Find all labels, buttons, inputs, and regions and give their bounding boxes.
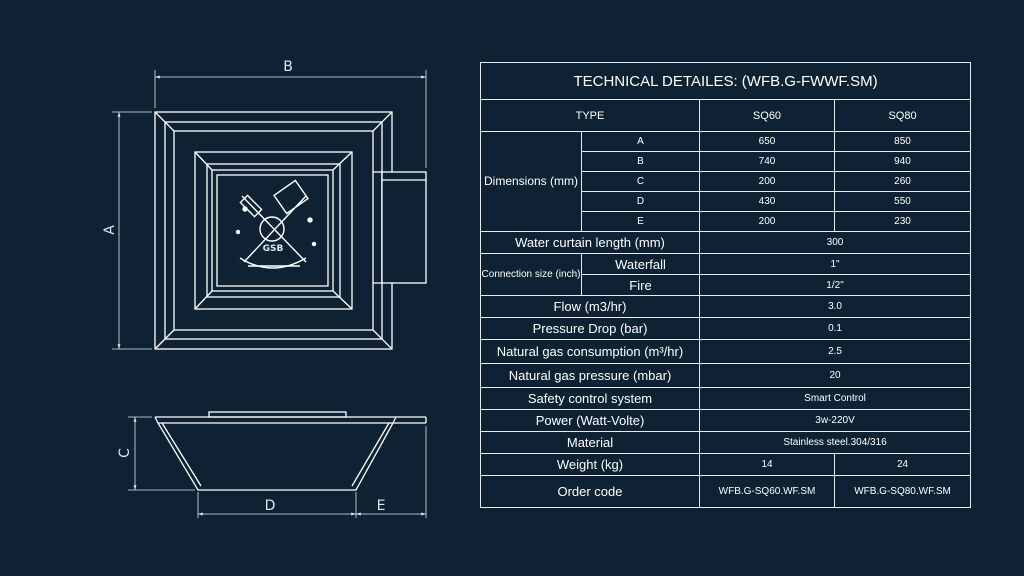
gas-consumption-label: Natural gas consumption (m³/hr): [480, 339, 700, 364]
dim-value: 940: [833, 151, 972, 172]
dimension-d: [197, 492, 357, 518]
connection-value-fire: 1/2": [698, 274, 972, 296]
dim-label-d: D: [265, 498, 276, 514]
dim-key-b: B: [581, 151, 700, 172]
flow-value: 3.0: [698, 295, 972, 318]
dim-value: 430: [699, 191, 835, 212]
dim-label-e: E: [377, 498, 386, 514]
technical-details-table: TECHNICAL DETAILES: (WFB.G-FWWF.SM) TYPE…: [479, 62, 972, 508]
power-label: Power (Watt-Volte): [480, 409, 700, 432]
gas-pressure-value: 20: [698, 363, 972, 388]
dimension-b: [154, 70, 427, 168]
dim-value: 550: [833, 191, 972, 212]
dim-value: 850: [833, 131, 972, 152]
dimension-c: [128, 416, 195, 491]
dim-value: 230: [833, 211, 972, 232]
connection-size-label: Connection size (inch): [480, 253, 582, 296]
dimension-e: [356, 426, 427, 518]
dim-key-c: C: [581, 171, 700, 192]
water-curtain-value: 300: [698, 231, 972, 254]
top-view: [154, 111, 427, 350]
flow-label: Flow (m3/hr): [480, 295, 700, 318]
dim-label-a: A: [102, 225, 118, 235]
gas-consumption-value: 2.5: [698, 339, 972, 364]
order-code-sq80: WFB.G-SQ80.WF.SM: [833, 475, 972, 508]
material-label: Material: [480, 431, 700, 454]
table-title: TECHNICAL DETAILES: (WFB.G-FWWF.SM): [479, 62, 972, 100]
dim-label-b: B: [283, 59, 293, 75]
dim-key-d: D: [581, 191, 700, 212]
dim-value: 260: [833, 171, 972, 192]
model-header-sq60: SQ60: [699, 99, 835, 132]
order-code-sq60: WFB.G-SQ60.WF.SM: [699, 475, 835, 508]
type-label: TYPE: [480, 99, 700, 132]
logo-emblem: [235, 179, 317, 269]
pressure-drop-label: Pressure Drop (bar): [480, 317, 700, 340]
weight-value-sq80: 24: [833, 453, 972, 476]
dim-label-c: C: [117, 448, 133, 458]
safety-value: Smart Control: [698, 387, 972, 410]
dim-key-e: E: [581, 211, 700, 232]
dim-value: 650: [699, 131, 835, 152]
dim-value: 200: [699, 211, 835, 232]
dimensions-label: Dimensions (mm): [480, 131, 582, 232]
model-header-sq80: SQ80: [833, 99, 972, 132]
order-code-label: Order code: [480, 475, 700, 508]
safety-label: Safety control system: [480, 387, 700, 410]
connection-key-waterfall: Waterfall: [581, 253, 700, 275]
connection-key-fire: Fire: [581, 274, 700, 296]
weight-label: Weight (kg): [480, 453, 700, 476]
dim-value: 200: [699, 171, 835, 192]
power-value: 3w-220V: [698, 409, 972, 432]
dim-value: 740: [699, 151, 835, 172]
dimension-a: [112, 111, 152, 350]
dim-key-a: A: [581, 131, 700, 152]
material-value: Stainless steel.304/316: [698, 431, 972, 454]
side-view: [154, 411, 427, 491]
water-curtain-label: Water curtain length (mm): [480, 231, 700, 254]
pressure-drop-value: 0.1: [698, 317, 972, 340]
gas-pressure-label: Natural gas pressure (mbar): [480, 363, 700, 388]
technical-drawing: GSB B A C D E: [102, 59, 427, 518]
weight-value-sq60: 14: [699, 453, 835, 476]
connection-value-waterfall: 1": [698, 253, 972, 275]
logo-text: GSB: [263, 244, 284, 254]
